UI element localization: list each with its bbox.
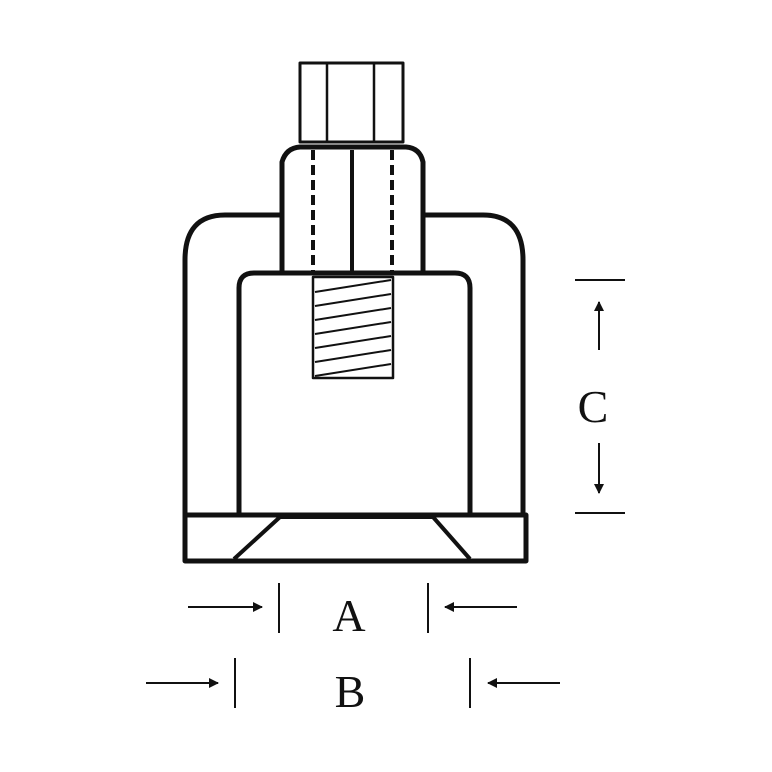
base-plate <box>182 512 529 564</box>
hex-nut <box>279 144 426 276</box>
dimension-a <box>188 583 517 633</box>
label-a: A <box>332 590 365 641</box>
dimension-b <box>146 658 560 708</box>
top-cap <box>298 61 405 144</box>
base-bevel <box>232 515 472 561</box>
thread-lines <box>314 279 392 377</box>
dimension-c <box>575 279 625 514</box>
body-inner-cutout <box>236 270 473 515</box>
thread <box>311 275 395 380</box>
body-outer <box>182 212 526 515</box>
label-c: C <box>578 381 609 432</box>
label-b: B <box>335 666 366 717</box>
